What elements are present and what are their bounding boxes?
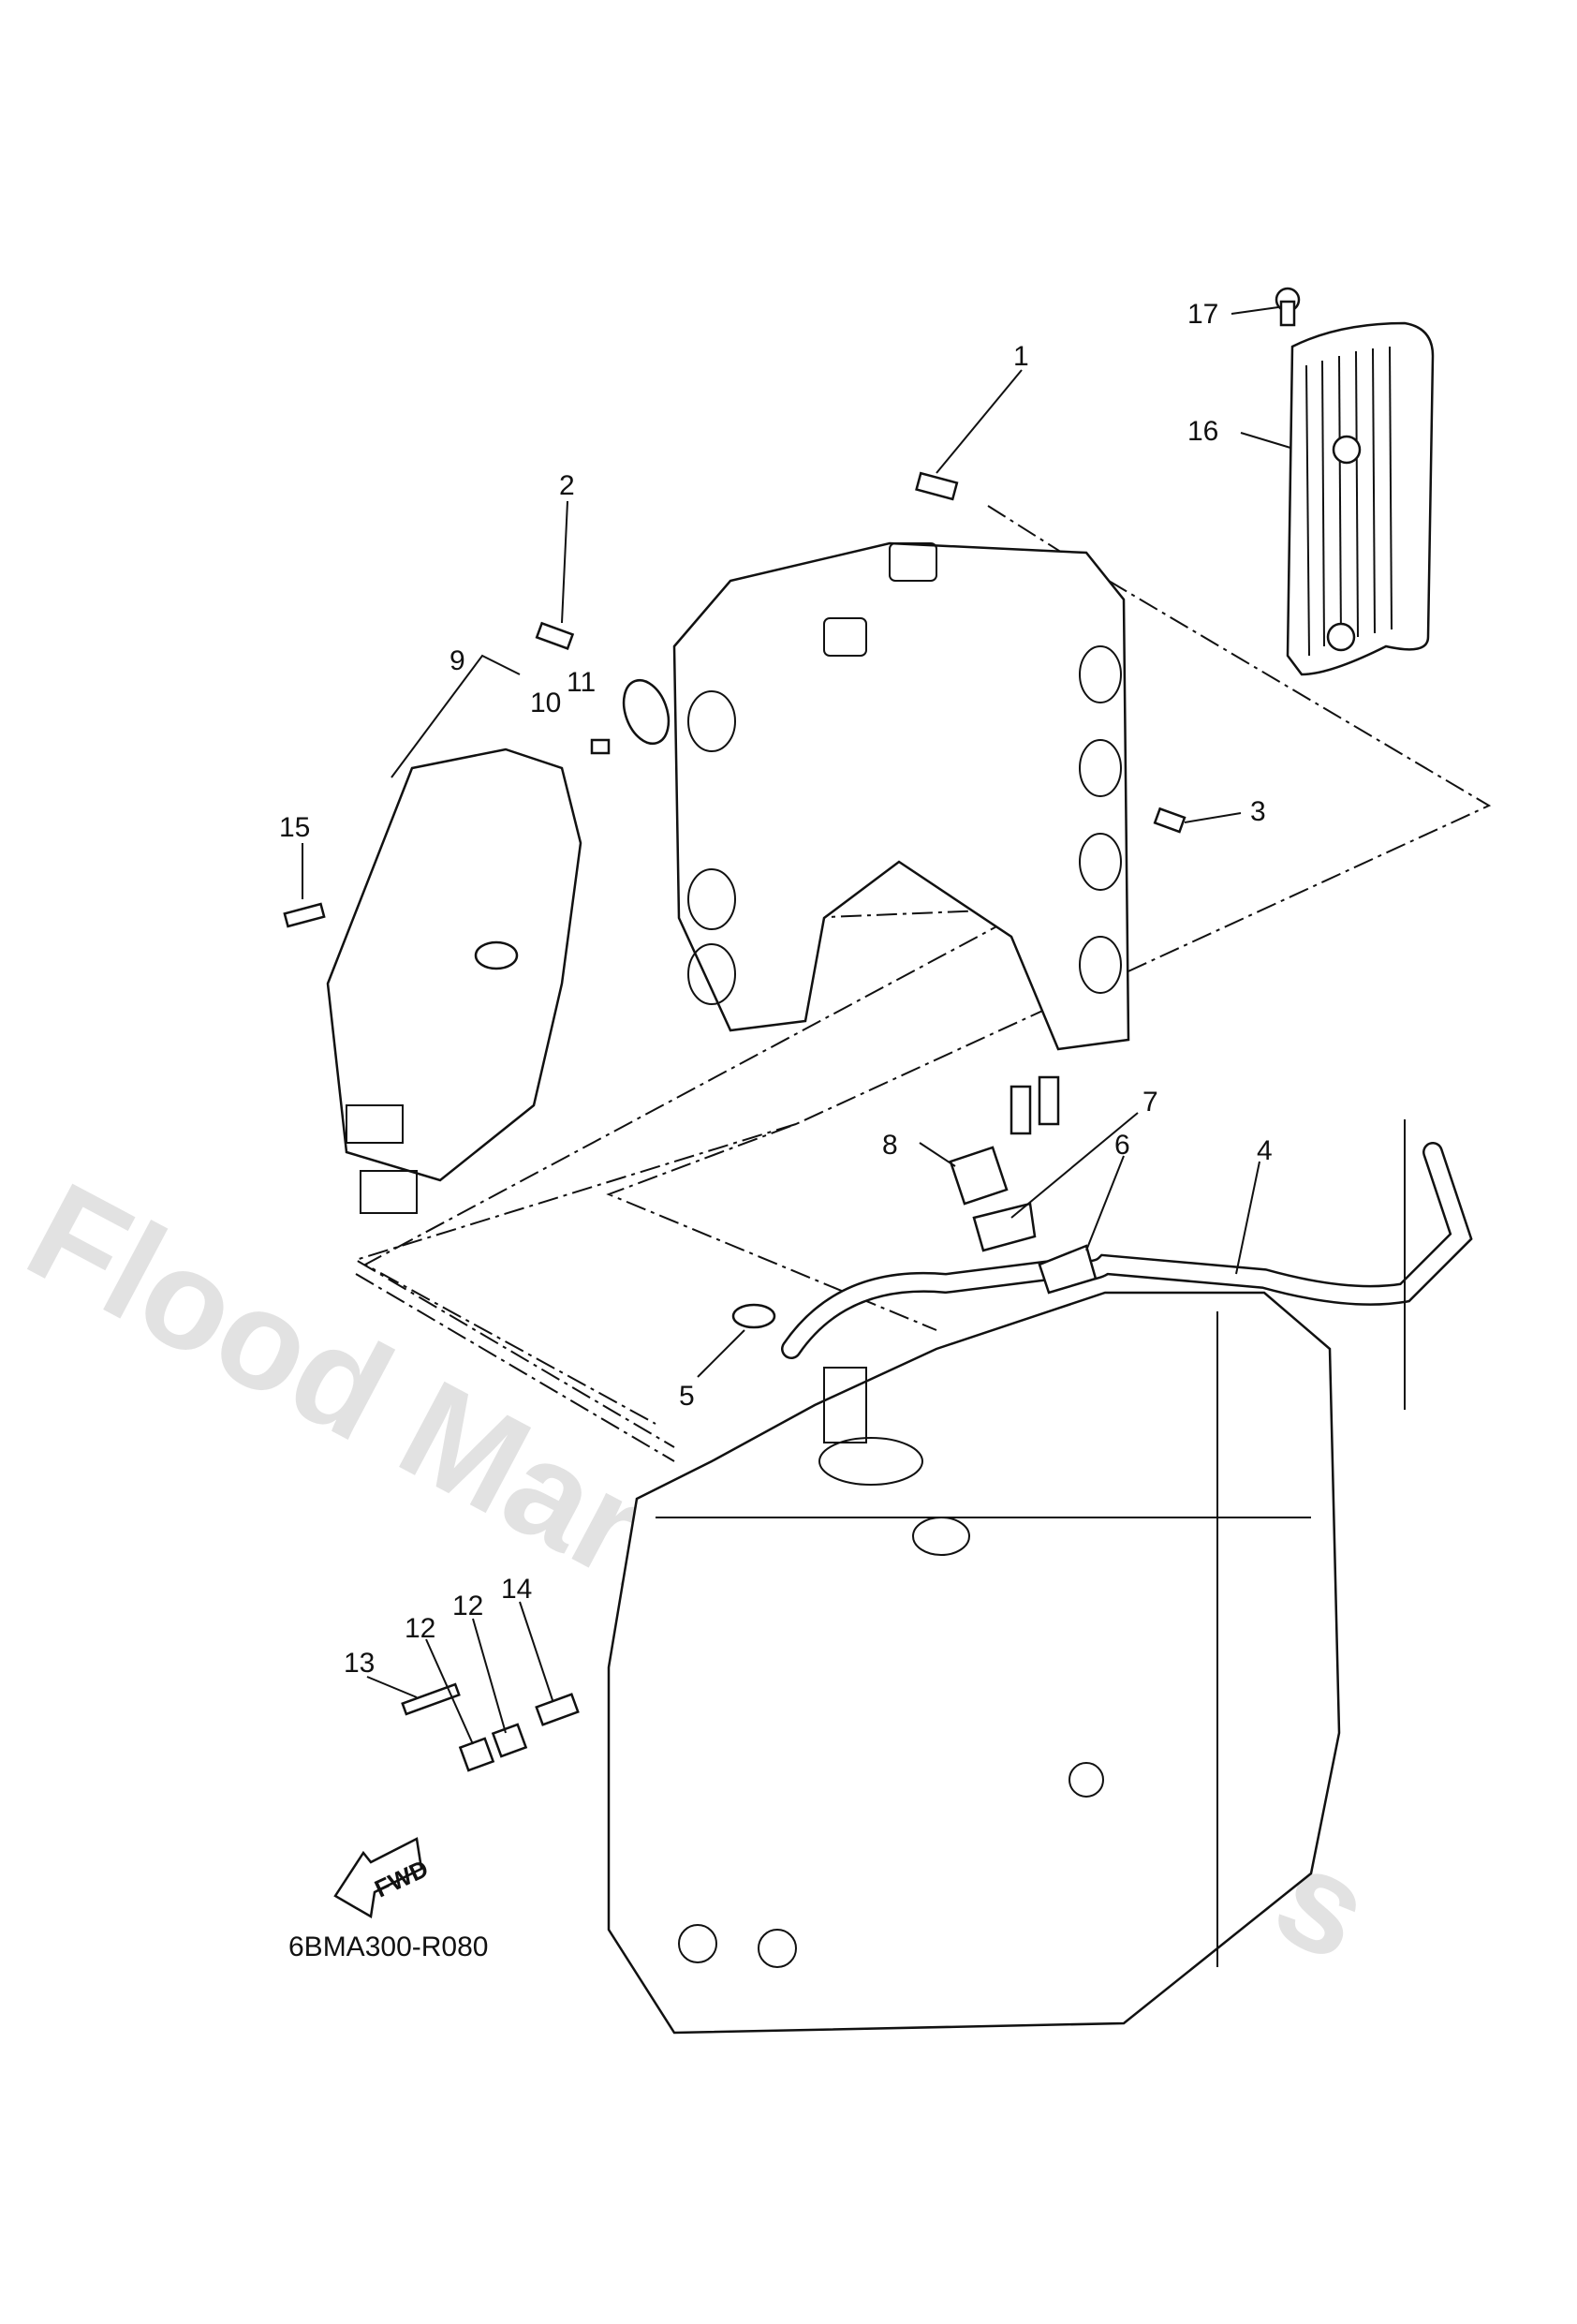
- part-12-collar-a: [458, 1737, 495, 1772]
- part-16-cover: [1286, 321, 1435, 676]
- callout-5: 5: [679, 1381, 695, 1412]
- part-2-bolt: [535, 621, 575, 650]
- bolt-a: [1010, 1085, 1032, 1135]
- bolt-b: [1038, 1075, 1060, 1126]
- callout-8: 8: [882, 1130, 898, 1161]
- part-5-clamp: [731, 1303, 776, 1329]
- callout-15: 15: [279, 812, 310, 843]
- callout-labels: 17 16 1 2 9 11 10 3 15 7 8 6 4 5 14 12 1…: [279, 299, 1273, 1679]
- part-9-silencer: [326, 748, 582, 1214]
- callout-12b: 12: [405, 1613, 435, 1644]
- part-10-pin: [590, 738, 611, 755]
- callout-1: 1: [1013, 341, 1029, 372]
- fwd-arrow-icon: FWD: [333, 1837, 433, 1918]
- callout-12a: 12: [452, 1591, 483, 1621]
- diagram-code: 6BMA300-R080: [288, 1932, 488, 1962]
- part-13-bolt: [401, 1682, 461, 1716]
- small-parts: [283, 471, 1186, 1772]
- part-11-o-ring: [622, 679, 671, 745]
- callout-10: 10: [530, 688, 561, 718]
- callout-2: 2: [559, 470, 575, 501]
- callout-14: 14: [501, 1574, 532, 1605]
- leader-lines: [302, 306, 1291, 1745]
- callout-7: 7: [1142, 1087, 1158, 1118]
- part-17-bolt: [1275, 287, 1301, 327]
- part-8-holder: [949, 1146, 1009, 1206]
- part-15-screw: [283, 902, 326, 928]
- part-1-bolt: [915, 471, 959, 501]
- part-3-dowel: [1153, 807, 1186, 834]
- engine-block: [607, 1291, 1341, 2035]
- callout-6: 6: [1114, 1130, 1130, 1161]
- callout-11: 11: [567, 667, 596, 698]
- callout-4: 4: [1257, 1135, 1273, 1166]
- callout-9: 9: [450, 645, 465, 676]
- callout-16: 16: [1187, 416, 1218, 447]
- part-14-bolt: [535, 1693, 580, 1726]
- part-6-clamp: [1038, 1244, 1098, 1295]
- part-12-collar-b: [491, 1723, 528, 1758]
- intake-manifold: [672, 541, 1130, 1051]
- callout-17: 17: [1187, 299, 1218, 330]
- part-7-bracket: [972, 1202, 1037, 1252]
- callout-3: 3: [1250, 796, 1266, 827]
- callout-13: 13: [344, 1648, 375, 1679]
